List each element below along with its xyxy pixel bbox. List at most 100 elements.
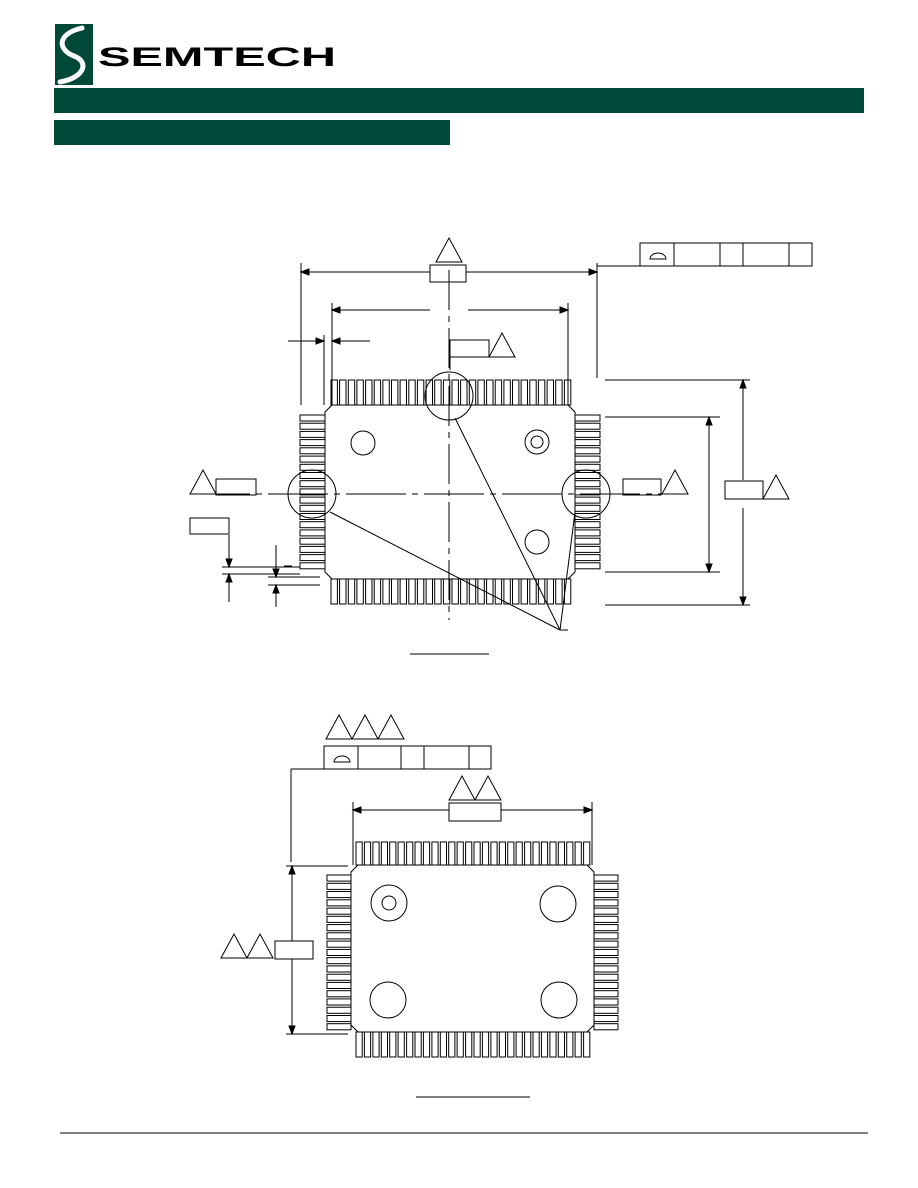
profile-of-surface-icon	[333, 755, 351, 763]
package-lead	[532, 841, 540, 866]
bottom-view-pins-right	[593, 874, 619, 1031]
package-lead	[465, 1031, 473, 1058]
package-lead	[299, 562, 326, 570]
package-lead	[326, 948, 352, 957]
package-lead	[299, 513, 326, 520]
note-flag-triangle	[448, 774, 476, 801]
datum-label-box-top	[449, 339, 490, 358]
package-lead	[574, 472, 601, 479]
package-lead	[326, 990, 352, 998]
arrow-head	[330, 306, 341, 314]
package-lead	[373, 578, 382, 605]
package-lead	[326, 957, 352, 965]
package-lead	[566, 1031, 574, 1058]
package-lead	[593, 1015, 619, 1023]
package-lead	[330, 379, 338, 406]
package-lead	[460, 578, 468, 605]
package-lead	[456, 841, 464, 866]
datum-label-box-right	[622, 478, 662, 496]
arrow-head	[351, 806, 362, 814]
package-lead	[326, 907, 352, 915]
package-lead	[397, 1031, 405, 1058]
package-lead	[524, 841, 532, 866]
package-lead	[299, 554, 326, 562]
arrow-head	[588, 268, 599, 276]
dim-pitch-label-box	[189, 517, 230, 535]
package-lead	[593, 924, 619, 932]
package-lead	[365, 379, 373, 406]
package-lead	[439, 841, 447, 866]
package-lead	[380, 1031, 388, 1058]
package-lead	[382, 578, 390, 605]
bottom-view-pins-bottom	[355, 1031, 591, 1058]
arrow-head	[739, 596, 747, 607]
package-lead	[507, 841, 515, 866]
package-lead	[574, 554, 601, 562]
package-lead	[406, 1031, 414, 1058]
package-lead	[473, 1031, 481, 1058]
package-lead	[456, 1031, 464, 1058]
package-lead	[593, 899, 619, 907]
package-lead	[473, 841, 481, 866]
package-lead	[326, 899, 352, 907]
package-lead	[326, 874, 352, 882]
top-view-pins-left	[299, 414, 326, 570]
package-lead	[363, 1031, 372, 1058]
bottom-view-pins-top	[355, 841, 591, 866]
package-lead	[574, 463, 601, 471]
package-lead	[555, 578, 563, 605]
package-lead	[494, 578, 503, 605]
arrow-head	[288, 1025, 296, 1036]
package-lead	[546, 578, 554, 605]
package-lead	[593, 973, 619, 981]
datum-label-box-left	[215, 478, 257, 496]
bottom-view-ejector-mark	[539, 885, 577, 923]
package-lead	[363, 841, 372, 866]
package-lead	[574, 496, 601, 504]
top-view-pins-bottom	[330, 578, 572, 605]
package-lead	[574, 447, 601, 455]
package-lead	[448, 841, 456, 866]
package-lead	[414, 841, 422, 866]
bottom-view-pin1-mark-inner	[381, 895, 397, 911]
package-lead	[330, 578, 338, 605]
package-lead	[326, 1023, 352, 1031]
package-lead	[326, 981, 352, 990]
package-lead	[299, 537, 326, 545]
package-lead	[468, 379, 477, 406]
feature-control-frame-bottom	[323, 745, 492, 770]
package-lead	[299, 439, 326, 447]
package-lead	[512, 379, 520, 406]
arrow-head	[299, 268, 310, 276]
note-flag-triangle	[220, 932, 248, 959]
note-flag-triangle	[246, 932, 274, 959]
package-lead	[529, 379, 537, 406]
top-view-leader-3	[559, 511, 576, 631]
package-lead	[593, 957, 619, 965]
package-lead	[299, 496, 326, 504]
note-flag-triangle	[435, 236, 463, 263]
top-view-leader-1	[454, 417, 561, 631]
bottom-view-pin1-mark	[370, 884, 408, 922]
arrow-head	[559, 306, 570, 314]
package-lead	[593, 882, 619, 890]
package-lead	[507, 1031, 515, 1058]
feature-control-frame-top	[639, 242, 813, 267]
package-lead	[524, 1031, 532, 1058]
package-lead	[557, 1031, 565, 1058]
package-lead	[574, 414, 601, 422]
package-lead	[339, 379, 347, 406]
note-flag-triangle	[189, 468, 217, 495]
package-lead	[299, 504, 326, 512]
package-lead	[593, 1006, 619, 1014]
package-lead	[574, 504, 601, 512]
package-lead	[347, 578, 356, 605]
package-lead	[373, 379, 382, 406]
top-view-pins-right	[574, 414, 601, 570]
note-flag-triangle	[762, 473, 790, 500]
package-lead	[389, 841, 397, 866]
bottom-view-ejector-mark	[369, 981, 407, 1019]
package-lead	[299, 521, 326, 529]
package-lead	[574, 841, 582, 866]
